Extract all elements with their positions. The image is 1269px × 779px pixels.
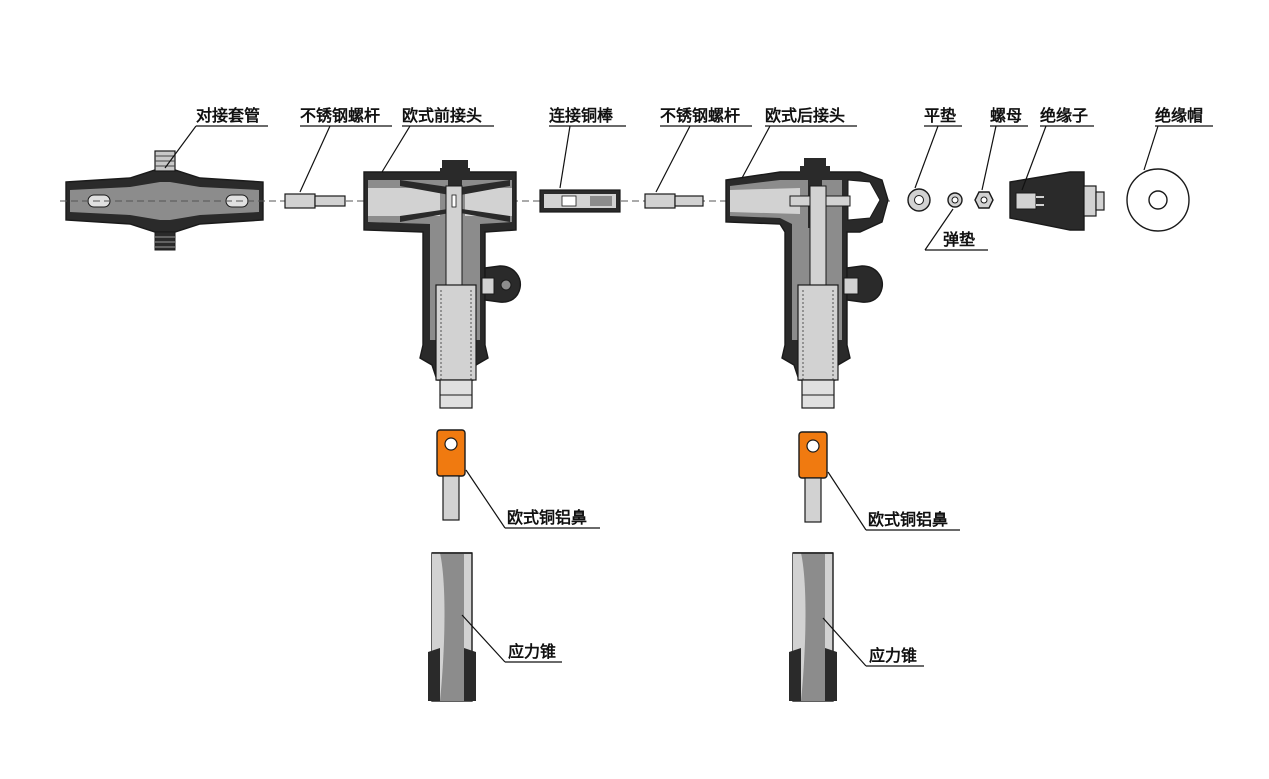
label-butt-sleeve: 对接套管 bbox=[196, 106, 260, 125]
copper-aluminum-lug-1 bbox=[436, 429, 466, 521]
spring-washer bbox=[947, 192, 963, 208]
label-stainless-bolt-2: 不锈钢螺杆 bbox=[660, 106, 740, 125]
label-stress-cone-1: 应力锥 bbox=[508, 642, 556, 661]
label-spring-washer: 弹垫 bbox=[943, 230, 975, 249]
nut bbox=[974, 191, 994, 209]
label-stainless-bolt-1: 不锈钢螺杆 bbox=[300, 106, 380, 125]
copper-rod bbox=[539, 189, 621, 213]
label-insulating-cap: 绝缘帽 bbox=[1155, 106, 1203, 125]
copper-aluminum-lug-2 bbox=[798, 431, 828, 523]
label-stress-cone-2: 应力锥 bbox=[869, 646, 917, 665]
label-rear-connector: 欧式后接头 bbox=[765, 106, 845, 125]
insulator bbox=[1009, 171, 1105, 231]
stainless-bolt-1 bbox=[284, 193, 346, 209]
label-front-connector: 欧式前接头 bbox=[402, 106, 482, 125]
flat-washer bbox=[907, 188, 931, 212]
label-lug-1: 欧式铜铝鼻 bbox=[507, 508, 587, 527]
stainless-bolt-2 bbox=[644, 193, 704, 209]
front-connector bbox=[363, 160, 522, 409]
label-insulator: 绝缘子 bbox=[1040, 106, 1088, 125]
stress-cone-2 bbox=[789, 552, 837, 702]
label-flat-washer: 平垫 bbox=[924, 106, 956, 125]
insulating-cap bbox=[1126, 168, 1190, 232]
label-nut: 螺母 bbox=[990, 106, 1022, 125]
stress-cone-1 bbox=[428, 552, 476, 702]
label-copper-rod: 连接铜棒 bbox=[549, 106, 614, 125]
label-lug-2: 欧式铜铝鼻 bbox=[868, 510, 948, 529]
rear-connector bbox=[725, 158, 889, 409]
